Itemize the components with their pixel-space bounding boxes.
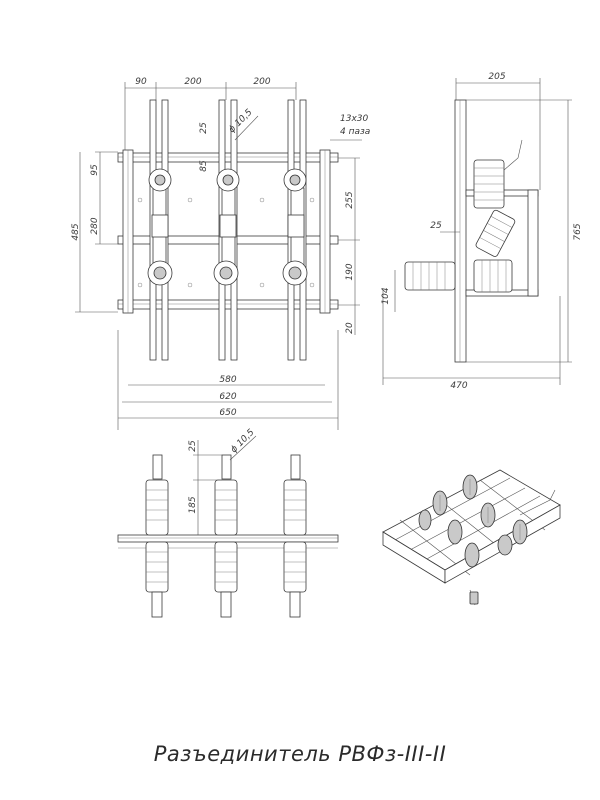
front-view: 90 200 200 95 485 280 255 190 20 25 85 ϕ… (71, 77, 370, 430)
isometric-view (382, 469, 561, 606)
side-post (454, 99, 467, 363)
side-dim-top: 205 (488, 72, 505, 82)
side-dim-left-1: 25 (430, 221, 442, 231)
side-insulator-tilted (475, 209, 516, 257)
dim-bottom-2: 620 (219, 392, 236, 402)
dim-left-3: 280 (90, 217, 100, 234)
slot-count: 4 паза (340, 127, 370, 137)
pole-3 (282, 99, 308, 361)
bottom-pole-2 (214, 454, 238, 618)
side-view: 205 765 25 104 470 (381, 72, 583, 391)
dim-inner-2: 85 (199, 160, 209, 172)
dim-right-3: 20 (345, 322, 355, 334)
top-rail (117, 152, 339, 163)
dim-top-3: 200 (253, 77, 270, 87)
dim-top-2: 200 (184, 77, 201, 87)
dim-left-2: 485 (71, 223, 81, 240)
dim-right-2: 190 (345, 263, 355, 280)
pole-2 (213, 99, 240, 361)
dim-right-1: 255 (345, 191, 355, 208)
dim-left-1: 95 (90, 164, 100, 176)
side-dim-right: 765 (573, 223, 583, 240)
bottom-rail (117, 299, 339, 310)
dim-bottom-3: 650 (219, 408, 236, 418)
dim-top-1: 90 (135, 77, 147, 87)
drawing-caption: Разъединитель РВФз-III-II (153, 742, 447, 766)
pole-1 (147, 99, 173, 361)
dim-bottom-1: 580 (219, 375, 236, 385)
bottom-view: 25 185 ϕ 10,5 (117, 427, 339, 618)
dim-inner-1: 25 (199, 122, 209, 134)
side-insulator-upper (473, 139, 523, 209)
side-insulator-lower (404, 259, 513, 293)
slot-label: 13x30 (340, 114, 369, 124)
hole-label-bottom: ϕ 10,5 (229, 427, 257, 455)
bottom-view-rail (117, 534, 339, 543)
bottom-dim-2: 185 (188, 496, 198, 513)
bottom-pole-3 (283, 454, 307, 618)
side-dim-left-2: 104 (381, 287, 391, 304)
bottom-dim-1: 25 (188, 440, 198, 452)
side-dim-bottom: 470 (450, 381, 467, 391)
bottom-pole-1 (145, 454, 169, 618)
